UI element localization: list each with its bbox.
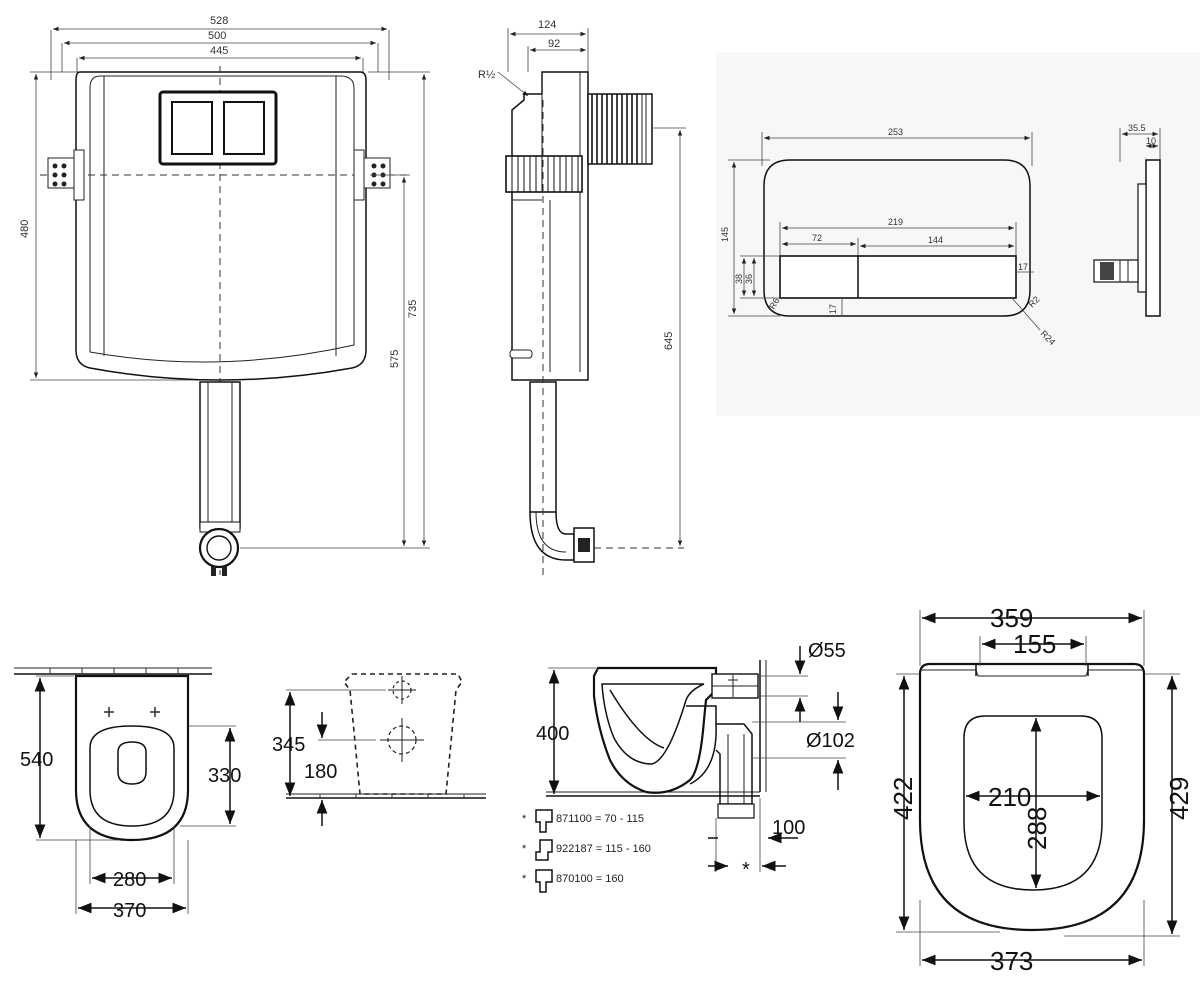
dim-345: 345 bbox=[272, 734, 305, 756]
dim-445: 445 bbox=[210, 45, 228, 57]
dim-370: 370 bbox=[113, 900, 146, 922]
dim-219: 219 bbox=[888, 217, 903, 227]
dim-35-5: 35.5 bbox=[1128, 123, 1146, 133]
dim-288: 288 bbox=[1022, 807, 1052, 850]
cistern-front-view: 528 500 445 480 bbox=[19, 15, 430, 576]
dim-155: 155 bbox=[1013, 629, 1056, 659]
dim-145: 145 bbox=[720, 227, 730, 242]
r6-label: R6 bbox=[767, 296, 781, 311]
dim-10: 10 bbox=[1146, 136, 1156, 146]
note-2: * 922187 = 115 - 160 bbox=[522, 839, 651, 861]
dim-star: * bbox=[742, 859, 750, 881]
dim-253: 253 bbox=[888, 127, 903, 137]
dim-540: 540 bbox=[20, 749, 53, 771]
note-1-star: * bbox=[522, 813, 527, 825]
dim-d102: Ø102 bbox=[806, 730, 855, 752]
dim-17-bottom: 17 bbox=[828, 304, 838, 314]
dim-330: 330 bbox=[208, 765, 241, 787]
dim-72: 72 bbox=[812, 233, 822, 243]
dim-359: 359 bbox=[990, 603, 1033, 633]
seat-top-view: 359 155 422 429 210 288 373 bbox=[888, 603, 1194, 976]
dim-17-right: 17 bbox=[1018, 262, 1028, 272]
dim-d55: Ø55 bbox=[808, 640, 846, 662]
dim-36: 36 bbox=[744, 274, 754, 284]
dim-100: 100 bbox=[772, 817, 805, 839]
dim-38: 38 bbox=[734, 274, 744, 284]
note-2-text: 922187 = 115 - 160 bbox=[556, 843, 651, 855]
note-2-star: * bbox=[522, 843, 527, 855]
note-1: * 871100 = 70 - 115 bbox=[522, 809, 644, 833]
dim-528: 528 bbox=[210, 15, 228, 27]
dim-500: 500 bbox=[208, 30, 226, 42]
dim-480: 480 bbox=[19, 220, 31, 238]
note-1-text: 871100 = 70 - 115 bbox=[556, 813, 644, 825]
dim-429: 429 bbox=[1164, 777, 1194, 820]
toilet-top-view: 540 330 280 370 bbox=[14, 667, 241, 922]
flush-plate-drawing: 253 145 219 72 144 38 36 17 17 R6 bbox=[716, 52, 1200, 416]
dim-144: 144 bbox=[928, 235, 943, 245]
dim-180: 180 bbox=[304, 761, 337, 783]
dim-373: 373 bbox=[990, 946, 1033, 976]
dim-280: 280 bbox=[113, 869, 146, 891]
note-3-text: 870100 = 160 bbox=[556, 873, 624, 885]
cistern-side-view: 124 92 R½ bbox=[478, 19, 686, 575]
dim-124: 124 bbox=[538, 19, 556, 31]
dim-92: 92 bbox=[548, 38, 560, 50]
dim-645: 645 bbox=[663, 332, 675, 350]
dim-400: 400 bbox=[536, 723, 569, 745]
dim-422: 422 bbox=[888, 777, 918, 820]
toilet-wall-view: 345 180 bbox=[272, 673, 486, 826]
dim-210: 210 bbox=[988, 782, 1031, 812]
toilet-side-view: 400 Ø55 Ø102 100 * * 871100 = 70 - 115 * bbox=[522, 640, 855, 893]
note-3: * 870100 = 160 bbox=[522, 869, 624, 893]
r-half-label: R½ bbox=[478, 69, 495, 81]
dim-735: 735 bbox=[407, 300, 419, 318]
dim-575: 575 bbox=[389, 350, 401, 368]
note-3-star: * bbox=[522, 873, 527, 885]
